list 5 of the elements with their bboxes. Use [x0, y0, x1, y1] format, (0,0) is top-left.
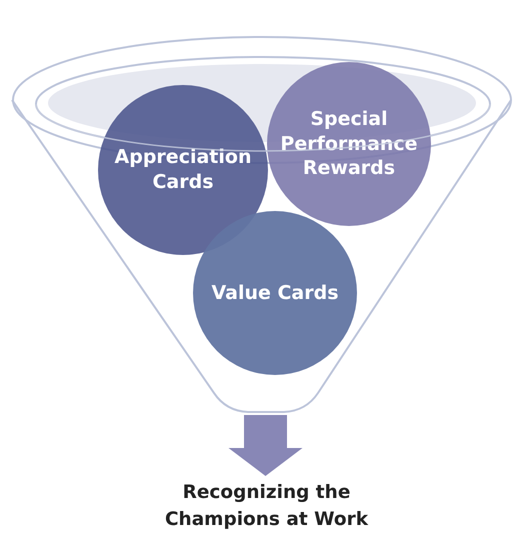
circle-label: Value Cards	[211, 280, 339, 306]
arrow	[228, 415, 302, 476]
circle-label: Appreciation Cards	[114, 145, 252, 195]
circle-label: Special Performance Rewards	[279, 106, 419, 182]
result-label: Recognizing the Champions at Work	[164, 481, 370, 532]
